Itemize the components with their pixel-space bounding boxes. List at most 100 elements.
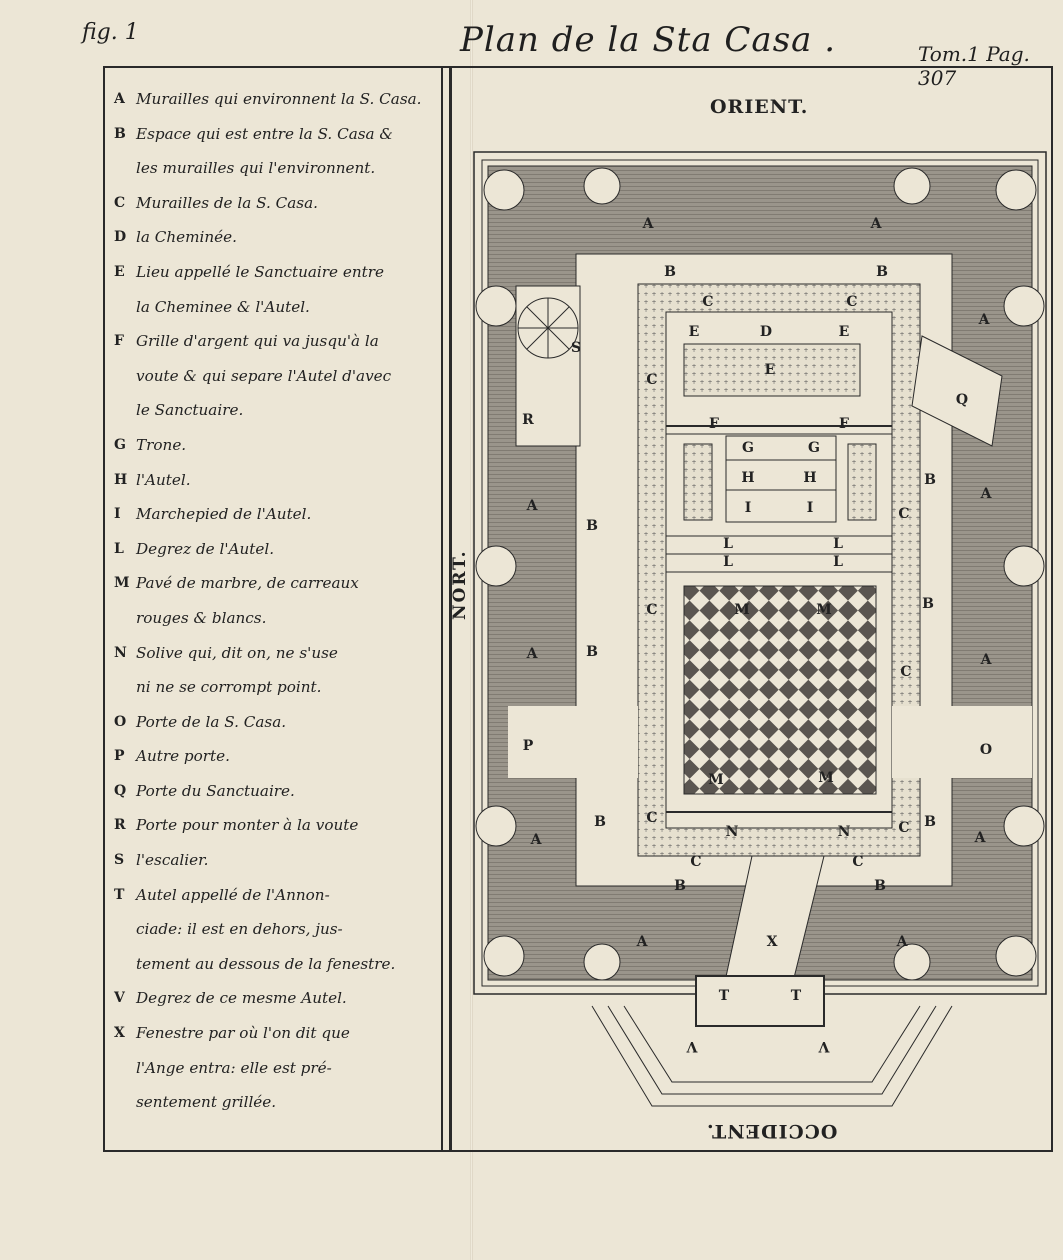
label-b: B: [922, 596, 934, 612]
legend-text: Pavé de marbre, de carreaux: [136, 574, 359, 593]
legend-entry: tement au dessous de la fenestre.: [114, 947, 436, 982]
label-h: H: [803, 470, 816, 486]
legend-entry: le Sanctuaire.: [114, 393, 436, 428]
chimney-d: [683, 343, 861, 397]
legend-text: Degrez de ce mesme Autel.: [136, 989, 347, 1008]
legend-entry: R Porte pour monter à la voute: [114, 808, 436, 843]
label-l: L: [833, 554, 843, 570]
label-c: C: [898, 820, 909, 836]
label-a: A: [980, 486, 993, 502]
label-c: C: [846, 294, 857, 310]
legend-text: Trone.: [136, 435, 187, 454]
legend-key: V: [114, 990, 125, 1007]
legend-text: l'escalier.: [136, 851, 209, 870]
label-l: L: [833, 536, 843, 552]
label-a: A: [974, 830, 987, 846]
label-e: E: [839, 324, 850, 340]
legend-text: la Cheminée.: [136, 228, 237, 247]
legend-text: ni ne se corrompt point.: [136, 678, 322, 697]
legend-text: Lieu appellé le Sanctuaire entre: [136, 262, 384, 281]
label-a: A: [896, 934, 909, 950]
plate-title: Plan de la Sta Casa .: [460, 20, 837, 60]
tome-page: Tom.1 Pag. 307: [918, 42, 1030, 90]
legend-entry: I Marchepied de l'Autel.: [114, 497, 436, 532]
legend-text: Murailles qui environnent la S. Casa.: [136, 90, 422, 108]
label-l: L: [723, 536, 733, 552]
legend-text: Autel appellé de l'Annon-: [136, 885, 330, 904]
label-c: C: [702, 294, 713, 310]
legend-text: Marchepied de l'Autel.: [136, 505, 312, 524]
label-b: B: [876, 264, 888, 280]
door-p: [508, 706, 638, 778]
floor-plan: +: [473, 151, 1047, 1107]
label-l: L: [723, 554, 733, 570]
legend-key: S: [114, 852, 125, 869]
legend-text: la Cheminee & l'Autel.: [136, 297, 310, 316]
legend-text: sentement grillée.: [136, 1093, 277, 1112]
label-c: C: [852, 854, 863, 870]
label-t: T: [791, 988, 802, 1004]
legend-entry: V Degrez de ce mesme Autel.: [114, 981, 436, 1016]
legend-text: ciade: il est en dehors, jus-: [136, 920, 343, 939]
legend-key: T: [114, 886, 125, 903]
label-c: C: [646, 810, 657, 826]
label-a: A: [978, 312, 991, 328]
label-g: G: [742, 440, 754, 456]
label-c: C: [898, 506, 909, 522]
label-v: V: [817, 1038, 830, 1054]
label-c: C: [646, 602, 657, 618]
legend-key: A: [114, 91, 125, 107]
legend-entry: l'Ange entra: elle est pré-: [114, 1051, 436, 1086]
label-b: B: [924, 472, 936, 488]
figure-number: fig. 1: [82, 20, 139, 45]
legend-key: R: [114, 817, 126, 834]
label-t: T: [719, 988, 730, 1004]
label-a: A: [526, 498, 539, 514]
legend-key: B: [114, 125, 126, 142]
legend-key: I: [114, 506, 121, 523]
legend-text: Porte pour monter à la voute: [136, 816, 359, 835]
legend-entry: la Cheminee & l'Autel.: [114, 290, 436, 325]
legend-entry: rouges & blancs.: [114, 601, 436, 636]
label-e: E: [689, 324, 700, 340]
legend-text: les murailles qui l'environnent.: [136, 159, 376, 178]
throne-left: [683, 443, 713, 521]
label-b: B: [874, 878, 886, 894]
legend-text: rouges & blancs.: [136, 608, 267, 627]
label-f: F: [839, 416, 849, 432]
compass-orient: ORIENT.: [710, 96, 809, 118]
plate-frame: [103, 66, 1053, 1152]
legend-key: G: [114, 436, 126, 453]
label-m: M: [708, 772, 724, 788]
wall-niches: [475, 167, 1045, 981]
plan-labels: A A A A A A A A A A A B B B B B B B B B …: [522, 216, 992, 1054]
label-s: S: [571, 340, 581, 356]
label-h: H: [741, 470, 754, 486]
legend-entry: A Murailles qui environnent la S. Casa.: [114, 82, 436, 117]
label-a: A: [530, 832, 543, 848]
label-r: R: [522, 412, 534, 428]
label-b: B: [664, 264, 676, 280]
label-b: B: [924, 814, 936, 830]
legend-key: C: [114, 194, 126, 211]
legend-divider: [441, 66, 443, 1152]
label-b: B: [586, 518, 598, 534]
label-a: A: [870, 216, 883, 232]
legend-text: Grille d'argent qui va jusqu'à la: [136, 332, 379, 351]
legend-entry: T Autel appellé de l'Annon-: [114, 878, 436, 913]
label-m: M: [818, 770, 834, 786]
label-g: G: [808, 440, 820, 456]
